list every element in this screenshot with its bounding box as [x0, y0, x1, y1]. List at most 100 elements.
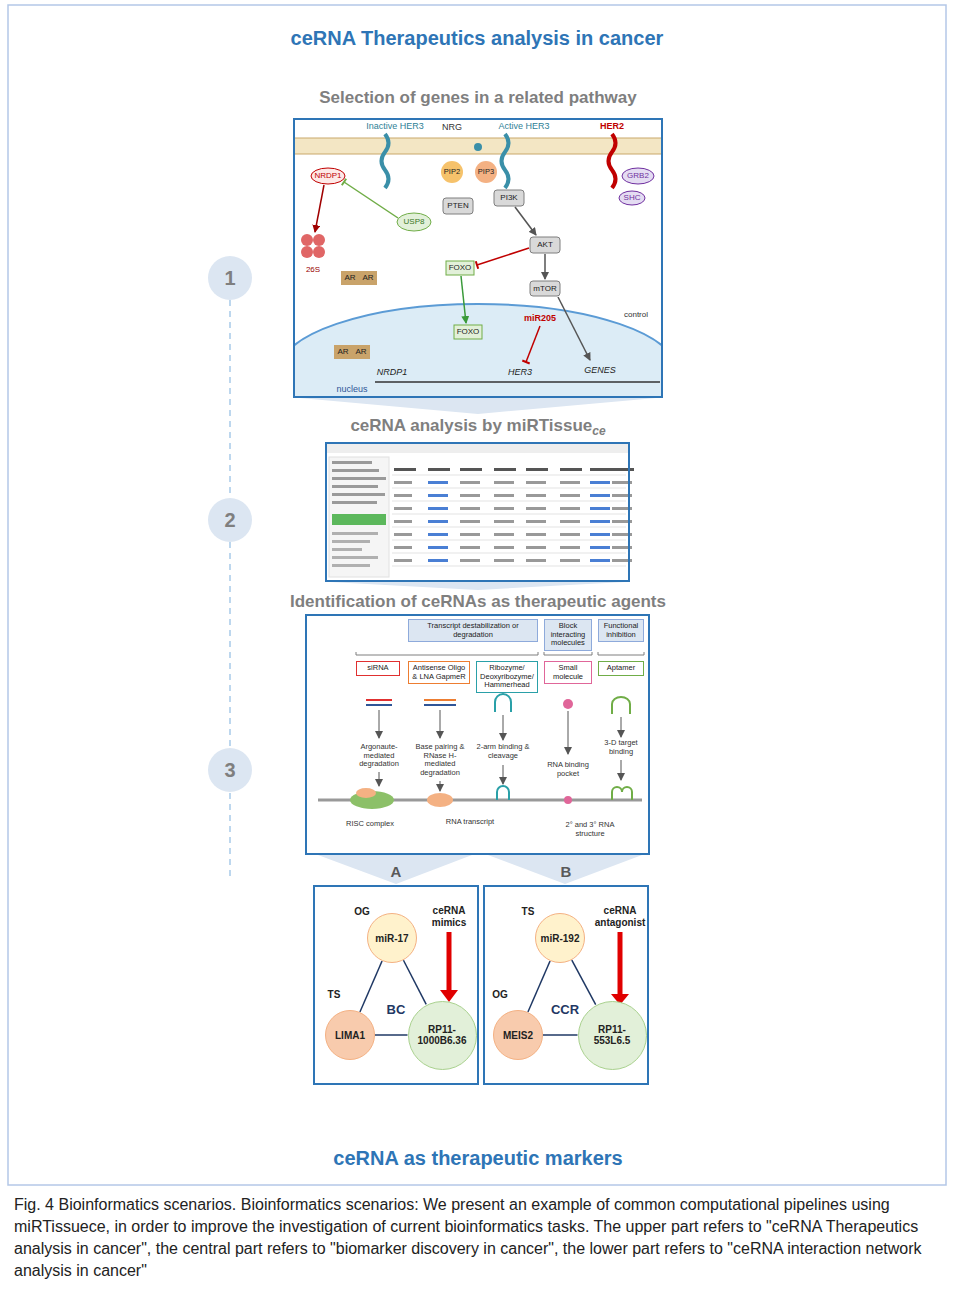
annotation-label: Active HER3	[498, 121, 549, 131]
screen-cell	[428, 533, 448, 536]
decor-rect	[341, 271, 359, 285]
decor-rect	[8, 5, 946, 1185]
screen-cell	[494, 520, 514, 523]
decor-g	[294, 119, 662, 397]
circle-text: RP11-1000B6.36	[414, 1024, 470, 1046]
screen-cell	[590, 559, 610, 562]
panel-group: BmiR-192MEIS2RP11-553L6.5	[483, 861, 649, 1086]
panel-group: Selection of genes in a related pathway	[260, 86, 696, 400]
decor-ellipse	[622, 168, 654, 184]
annotation-label: 2° and 3° RNA structure	[554, 821, 626, 838]
panel-heading-text: ceRNA analysis by miRTissue	[350, 416, 592, 435]
node-circle: 1	[208, 256, 252, 300]
annotation-label: HER3	[508, 367, 532, 377]
decor-line	[515, 207, 536, 235]
screen-rule	[392, 488, 626, 489]
decor-circle	[301, 234, 313, 246]
screen-cell	[560, 494, 580, 497]
screen-button	[332, 514, 386, 525]
screen-rule	[392, 475, 626, 476]
screen-cell	[460, 494, 480, 497]
screen-cell	[526, 494, 546, 497]
screen-line	[332, 469, 379, 472]
annotation-label: Inactive HER3	[366, 121, 424, 131]
screen-cell	[560, 468, 582, 471]
node-circle: 3	[208, 748, 252, 792]
screen-cell	[394, 507, 412, 510]
annotation-label: OG	[354, 906, 370, 918]
annotation-label: NRDP1	[377, 367, 408, 377]
decor-path	[544, 652, 592, 655]
screen-cell	[560, 546, 580, 549]
annotation-label: 3-D target binding	[598, 739, 644, 756]
decor-circle	[475, 161, 497, 183]
screen-cell	[460, 481, 480, 484]
screen-line	[332, 485, 378, 488]
decor-path	[598, 652, 644, 655]
decor-line	[522, 361, 529, 364]
panel-heading-text: Selection of genes in a related pathway	[319, 88, 636, 107]
annotation-label: SHC	[624, 193, 641, 202]
panel-heading: ceRNA analysis by miRTissuece	[260, 416, 696, 438]
screen-rule	[392, 553, 626, 554]
screen-cell	[394, 533, 412, 536]
annotation-label: Base pairing & RNase H-mediated degradat…	[409, 743, 471, 778]
annotation-label: NRG	[442, 122, 462, 132]
annotation-label: HER2	[600, 121, 624, 131]
connector-line	[229, 542, 231, 748]
annotation-label: ceRNA as therapeutic markers	[333, 1147, 622, 1170]
figure-title: ceRNA Therapeutics analysis in cancer	[0, 27, 954, 50]
screen-cell	[428, 481, 448, 484]
screen-cell	[494, 481, 514, 484]
decor-line	[621, 717, 622, 737]
panel-group: ceRNA analysis by miRTissuece	[260, 414, 696, 584]
decor-path	[382, 134, 389, 188]
node-circle: miR-17	[367, 913, 417, 963]
screen-cell	[612, 468, 634, 471]
box-text: Block interacting molecules	[546, 622, 590, 648]
screen-cell	[394, 520, 412, 523]
screen-bar	[327, 444, 628, 453]
decor-rect	[530, 281, 560, 296]
decor-line	[477, 248, 529, 265]
connector-line	[403, 960, 426, 1004]
screen-rule	[392, 540, 626, 541]
annotation-label: OG	[492, 989, 508, 1001]
screen-cell	[460, 520, 480, 523]
box-text: siRNA	[358, 664, 398, 673]
screen-line	[332, 540, 370, 543]
node-circle: RP11-1000B6.36	[408, 1001, 477, 1070]
decor-line	[366, 704, 392, 706]
method-box: Block interacting molecules	[544, 619, 592, 651]
screen-cell	[494, 507, 514, 510]
decor-rect	[443, 198, 473, 214]
screen-cell	[590, 520, 610, 523]
decor-circle	[441, 161, 463, 183]
screen-cell	[394, 468, 416, 471]
annotation-label: RISC complex	[346, 820, 394, 829]
decor-line	[294, 154, 662, 155]
decor-path	[612, 697, 630, 714]
decor-line	[344, 182, 398, 218]
decor-line	[618, 932, 623, 994]
decor-line	[526, 326, 540, 362]
connector-line	[360, 961, 382, 1012]
decor-rect	[454, 325, 482, 339]
screen-cell	[460, 533, 480, 536]
screen-cell	[460, 468, 482, 471]
decor-line	[544, 254, 546, 279]
decor-path	[495, 694, 511, 712]
circle-text: RP11-553L6.5	[584, 1024, 640, 1046]
circle-text: 3	[224, 759, 235, 781]
annotation-label: ceRNA mimics	[420, 905, 478, 928]
screen-cell	[590, 494, 610, 497]
decor-g	[318, 652, 644, 809]
circle-text: MEIS2	[503, 1030, 533, 1041]
annotation-label: 2-arm binding & cleavage	[475, 743, 531, 760]
annotation-label: nucleus	[336, 384, 367, 394]
annotation-label: FOXO	[457, 327, 480, 336]
screen-cell	[526, 533, 546, 536]
screen-cell	[394, 494, 412, 497]
